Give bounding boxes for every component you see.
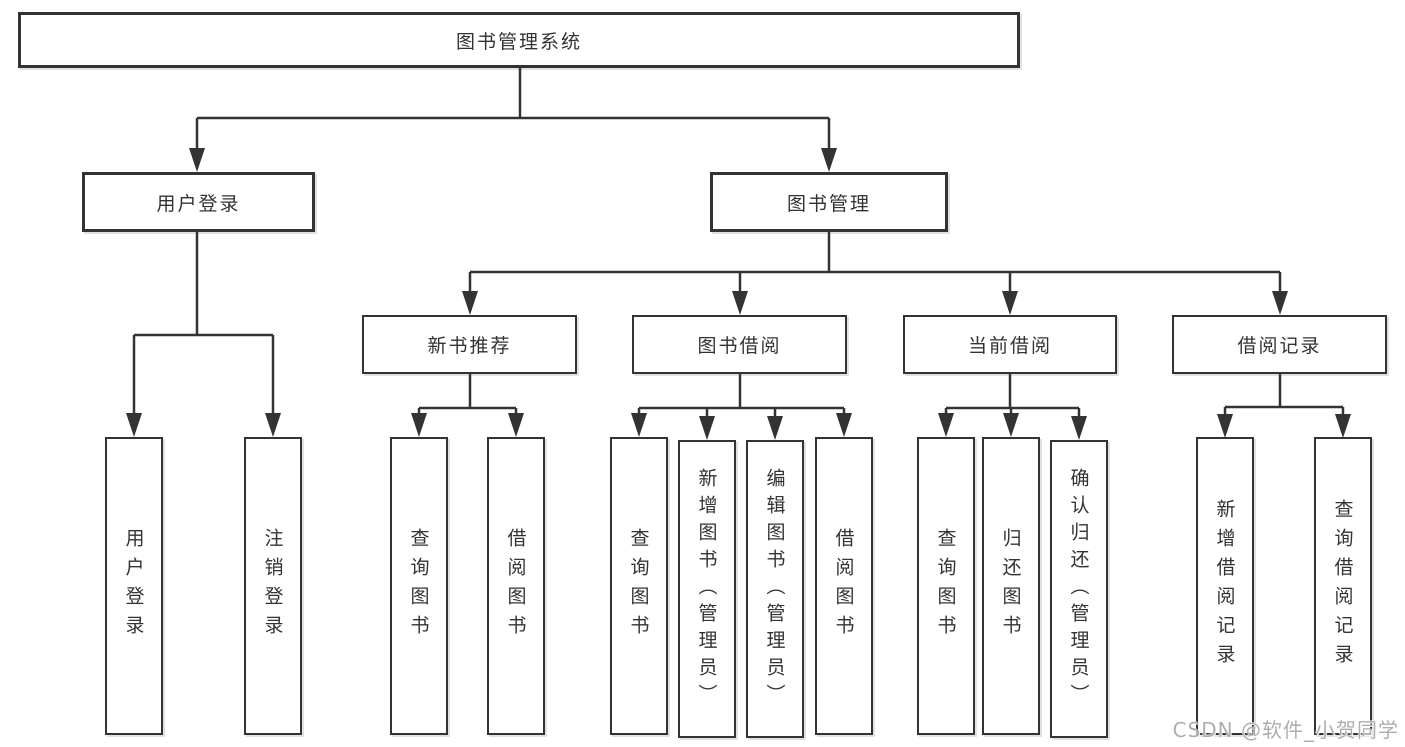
connector-root-to-level2 bbox=[195, 67, 831, 152]
csdn-watermark: CSDN @软件_小贺同学 bbox=[1172, 718, 1399, 742]
node-book-management: 图书管理 bbox=[710, 172, 948, 232]
leaf-add-books-admin: 新增图书（管理员） bbox=[678, 440, 736, 738]
leaf-logout-label: 注销登录 bbox=[261, 528, 284, 644]
node-book-borrow-label: 图书借阅 bbox=[697, 335, 782, 357]
leaf-confirm-return-admin-label: 确认归还（管理员） bbox=[1067, 467, 1090, 711]
node-borrow-records: 借阅记录 bbox=[1172, 315, 1387, 374]
connector-login-to-leaves bbox=[132, 232, 275, 417]
leaf-query-borrow-record-label: 查询借阅记录 bbox=[1331, 499, 1354, 673]
leaf-recommend-borrow-books: 借阅图书 bbox=[487, 437, 545, 735]
leaf-borrow-books-label: 借阅图书 bbox=[832, 528, 855, 644]
node-new-book-recommend-label: 新书推荐 bbox=[427, 335, 512, 357]
node-current-borrow-label: 当前借阅 bbox=[967, 335, 1052, 357]
leaf-borrow-query-books: 查询图书 bbox=[610, 437, 668, 735]
node-book-management-label: 图书管理 bbox=[786, 192, 871, 215]
leaf-add-books-admin-label: 新增图书（管理员） bbox=[695, 467, 718, 711]
leaf-borrow-books: 借阅图书 bbox=[815, 437, 873, 735]
connector-recommend-to-leaves bbox=[417, 374, 518, 418]
leaf-recommend-query-books-label: 查询图书 bbox=[407, 528, 430, 644]
leaf-return-books: 归还图书 bbox=[982, 437, 1040, 735]
leaf-recommend-borrow-books-label: 借阅图书 bbox=[504, 528, 527, 644]
node-root-label: 图书管理系统 bbox=[455, 30, 582, 53]
leaf-borrow-query-books-label: 查询图书 bbox=[627, 528, 650, 644]
node-user-login: 用户登录 bbox=[82, 172, 315, 232]
node-root-system: 图书管理系统 bbox=[18, 12, 1020, 68]
leaf-user-login-label: 用户登录 bbox=[122, 528, 145, 644]
leaf-current-query-books-label: 查询图书 bbox=[934, 528, 957, 644]
node-new-book-recommend: 新书推荐 bbox=[362, 315, 577, 374]
connector-records-to-leaves bbox=[1223, 374, 1345, 418]
leaf-return-books-label: 归还图书 bbox=[999, 528, 1022, 644]
node-book-borrow: 图书借阅 bbox=[632, 315, 847, 374]
connector-borrow-to-leaves bbox=[637, 374, 846, 420]
leaf-confirm-return-admin: 确认归还（管理员） bbox=[1050, 440, 1108, 738]
leaf-edit-books-admin-label: 编辑图书（管理员） bbox=[763, 467, 786, 711]
leaf-add-borrow-record: 新增借阅记录 bbox=[1196, 437, 1254, 735]
node-current-borrow: 当前借阅 bbox=[903, 315, 1117, 374]
leaf-recommend-query-books: 查询图书 bbox=[390, 437, 448, 735]
leaf-add-borrow-record-label: 新增借阅记录 bbox=[1213, 499, 1236, 673]
arrowheads bbox=[126, 148, 1351, 440]
node-borrow-records-label: 借阅记录 bbox=[1237, 335, 1322, 357]
connector-mgmt-to-level3 bbox=[468, 232, 1282, 293]
leaf-query-borrow-record: 查询借阅记录 bbox=[1314, 437, 1372, 735]
leaf-edit-books-admin: 编辑图书（管理员） bbox=[746, 440, 804, 738]
leaf-logout: 注销登录 bbox=[244, 437, 302, 735]
leaf-current-query-books: 查询图书 bbox=[917, 437, 975, 735]
leaf-user-login: 用户登录 bbox=[105, 437, 163, 735]
node-user-login-label: 用户登录 bbox=[156, 192, 241, 215]
